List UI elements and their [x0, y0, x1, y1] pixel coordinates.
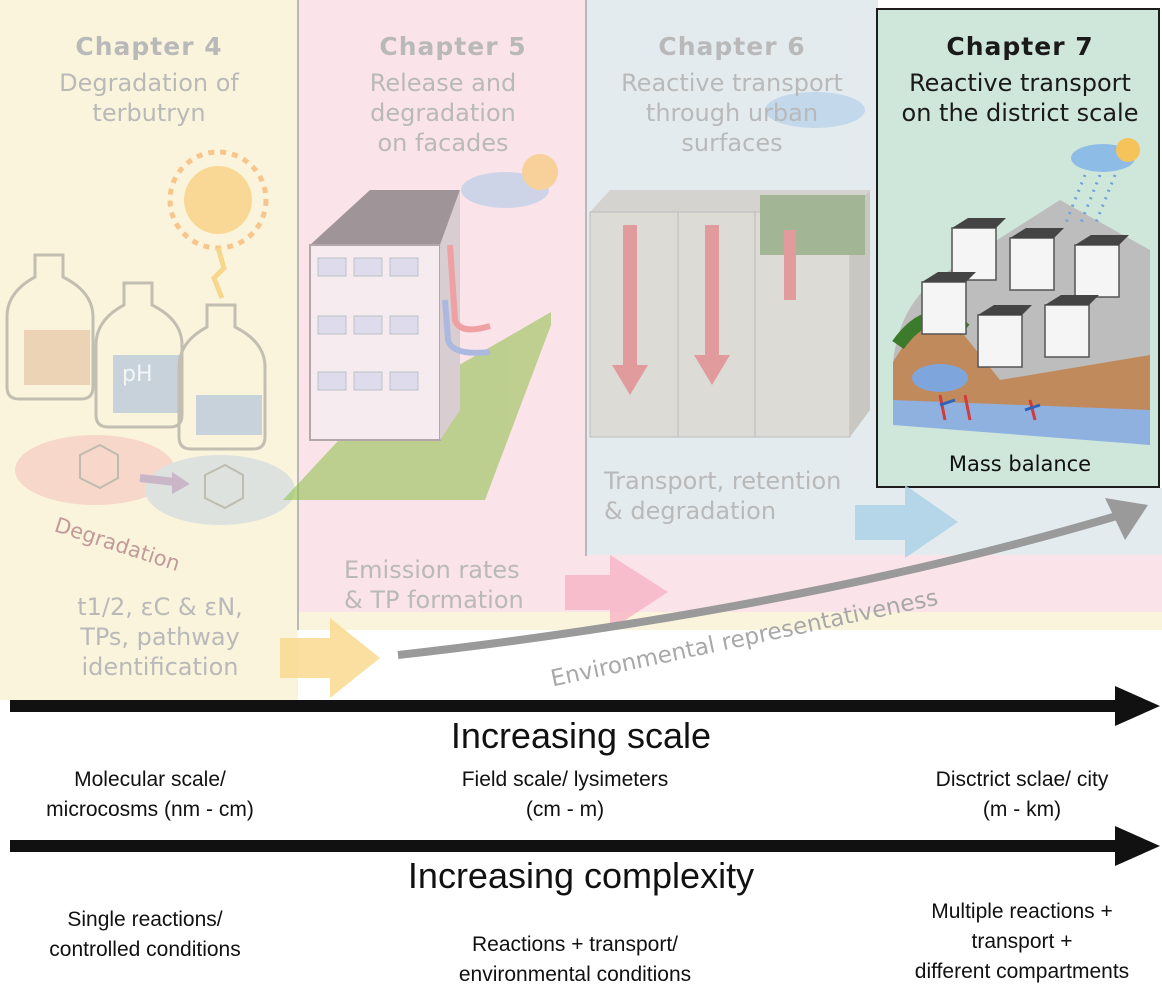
scale-axis-title: Increasing scale — [450, 715, 712, 756]
complexity-axis-bar — [10, 840, 1122, 852]
yellow-arrow-icon — [280, 618, 380, 698]
district-icon — [892, 138, 1150, 445]
mass-balance-label: Mass balance — [948, 452, 1092, 476]
ph-label: pH — [122, 362, 153, 387]
sun-icon — [167, 149, 269, 299]
chapter-6-title: Chapter 6 — [658, 32, 806, 61]
bottle-icon — [5, 253, 267, 451]
complexity-right-label: Multiple reactions +transport +different… — [914, 900, 1130, 983]
scale-right-label: Disctrict sclae/ city(m - km) — [935, 768, 1109, 821]
chapter-4-panel — [0, 0, 298, 700]
divider-4-5 — [297, 0, 299, 630]
molecule-icon — [15, 435, 295, 525]
complexity-mid-label: Reactions + transport/environmental cond… — [458, 933, 692, 986]
complexity-axis-title: Increasing complexity — [407, 855, 755, 896]
divider-5-6 — [585, 0, 587, 556]
building-icon — [283, 154, 558, 500]
scale-axis-bar — [10, 700, 1122, 712]
chapter-7-title: Chapter 7 — [946, 32, 1094, 61]
ch5-band — [586, 555, 1162, 612]
scale-mid-label: Field scale/ lysimeters(cm - m) — [461, 768, 669, 821]
chapter-5-title: Chapter 5 — [379, 32, 527, 61]
pink-arrow-icon — [565, 555, 668, 630]
bottom-band — [298, 612, 1162, 630]
environmental-arrowhead-icon — [1105, 498, 1148, 540]
complexity-axis-arrowhead-icon — [1115, 826, 1160, 866]
soil-column-icon — [589, 92, 870, 438]
chapter-6-outputs: Transport, retention& degradation — [604, 467, 842, 525]
chapter-4-title: Chapter 4 — [75, 32, 223, 61]
scale-axis-arrowhead-icon — [1115, 686, 1160, 726]
environmental-arrow — [397, 511, 1122, 659]
scale-left-label: Molecular scale/microcosms (nm - cm) — [46, 768, 254, 821]
blue-arrow-icon — [855, 485, 958, 558]
complexity-left-label: Single reactions/controlled conditions — [49, 908, 241, 961]
chapter-5-outputs: Emission rates& TP formation — [344, 556, 524, 614]
